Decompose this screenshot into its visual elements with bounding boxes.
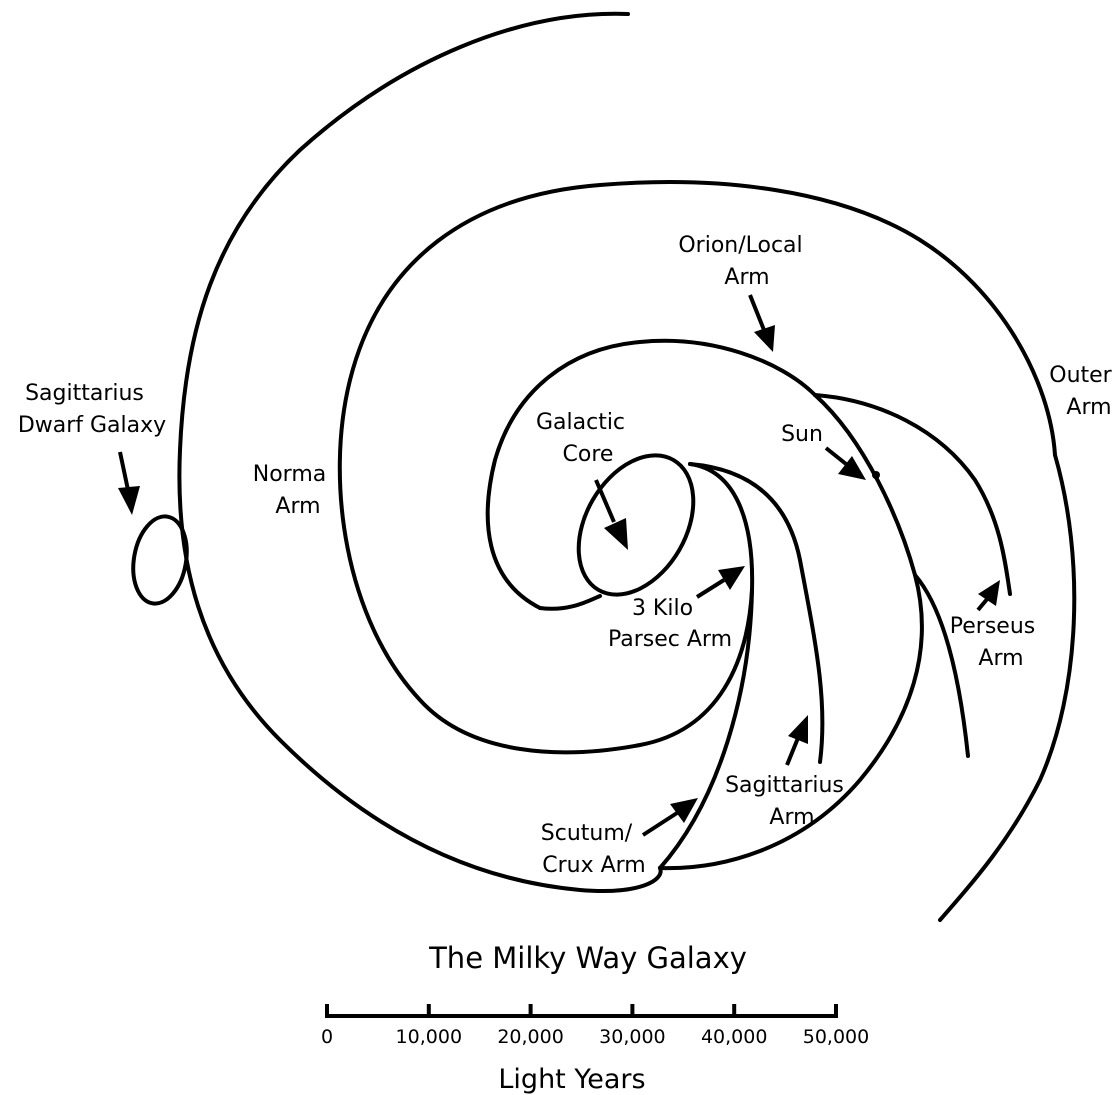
scale-bar: 0 10,000 20,000 30,000 40,000 50,000 Light Ye… bbox=[321, 1004, 869, 1095]
norma-arm-path bbox=[337, 180, 1057, 755]
scale-tick-label: 20,000 bbox=[497, 1026, 563, 1048]
arrow-3-kilo-parsec bbox=[695, 566, 745, 599]
label-3-kilo-parsec-arm: 3 Kilo Parsec Arm bbox=[608, 596, 732, 652]
pointer-arrows bbox=[118, 294, 1000, 837]
label-outer-arm: Outer Arm bbox=[1049, 363, 1118, 420]
scale-tick-label: 30,000 bbox=[599, 1026, 665, 1048]
scale-bar-ticks: 0 10,000 20,000 30,000 40,000 50,000 bbox=[321, 1004, 869, 1048]
galactic-core-ellipse bbox=[576, 453, 696, 597]
arrow-scutum-crux bbox=[641, 798, 698, 837]
outer-arm-path bbox=[938, 453, 1077, 922]
sagittarius-dwarf-ellipse bbox=[131, 514, 189, 606]
orion-local-arm-path bbox=[485, 338, 924, 871]
label-sun: Sun bbox=[781, 422, 823, 447]
sun-marker bbox=[872, 471, 880, 479]
arrow-sagittarius-arm bbox=[785, 715, 808, 766]
diagram-labels: Sagittarius Dwarf Galaxy Norma Arm Galac… bbox=[18, 233, 1118, 878]
label-sagittarius-dwarf: Sagittarius Dwarf Galaxy bbox=[18, 381, 166, 438]
label-norma-arm: Norma Arm bbox=[253, 462, 334, 519]
spiral-arms bbox=[131, 11, 1077, 922]
arrow-perseus bbox=[976, 580, 1000, 612]
scale-tick-label: 10,000 bbox=[396, 1026, 462, 1048]
scale-tick-label: 0 bbox=[321, 1026, 333, 1048]
label-sagittarius-arm: Sagittarius Arm bbox=[725, 773, 851, 830]
label-scutum-crux-arm: Scutum/ Crux Arm bbox=[541, 821, 646, 878]
branch-arm-path bbox=[913, 573, 970, 758]
scale-tick-label: 50,000 bbox=[803, 1026, 869, 1048]
arrow-sun bbox=[824, 446, 866, 480]
arrow-galactic-core bbox=[594, 479, 628, 550]
label-orion-local-arm: Orion/Local Arm bbox=[678, 233, 809, 290]
perseus-arm-path bbox=[813, 393, 1012, 596]
inner-spiral-tail bbox=[538, 594, 602, 611]
arrow-orion-local bbox=[748, 294, 775, 352]
label-perseus-arm: Perseus Arm bbox=[950, 614, 1042, 671]
arrow-sagittarius-dwarf bbox=[118, 451, 140, 515]
diagram-title: The Milky Way Galaxy bbox=[428, 941, 747, 975]
scale-tick-label: 40,000 bbox=[701, 1026, 767, 1048]
scale-bar-unit-label: Light Years bbox=[498, 1064, 645, 1095]
label-galactic-core: Galactic Core bbox=[536, 410, 632, 467]
sagittarius-arm-path bbox=[688, 462, 825, 764]
